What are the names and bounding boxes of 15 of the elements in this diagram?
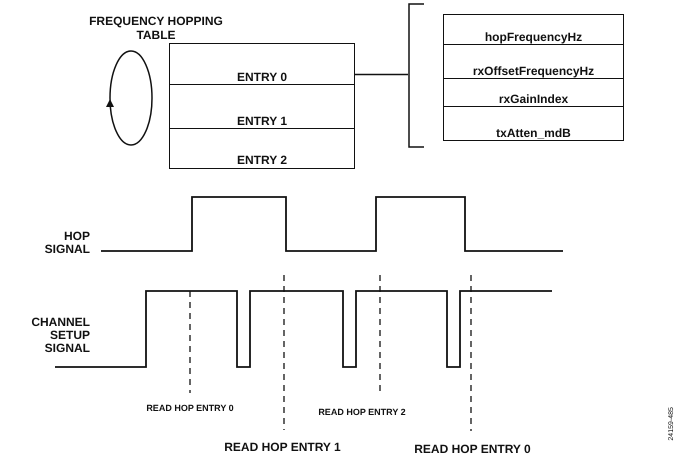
table-row: txAtten_mdB: [444, 107, 623, 140]
connector: [354, 74, 408, 76]
table-row: rxGainIndex: [444, 78, 623, 108]
table-row: rxOffsetFrequencyHz: [444, 44, 623, 78]
event-label: READ HOP ENTRY 1: [223, 441, 342, 454]
table-row: ENTRY 0: [170, 44, 354, 85]
signal-name: HOP SIGNAL: [44, 230, 90, 256]
table-row: hopFrequencyHz: [444, 15, 623, 45]
table-row: ENTRY 2: [170, 129, 354, 167]
event-label: READ HOP ENTRY 0: [413, 443, 532, 456]
event-label: READ HOP ENTRY 2: [317, 408, 407, 418]
signal-name: CHANNEL SETUP SIGNAL: [30, 316, 90, 355]
event-label: READ HOP ENTRY 0: [145, 404, 235, 414]
table-row: ENTRY 1: [170, 85, 354, 129]
table-title: FREQUENCY HOPPING TABLE: [88, 14, 224, 42]
